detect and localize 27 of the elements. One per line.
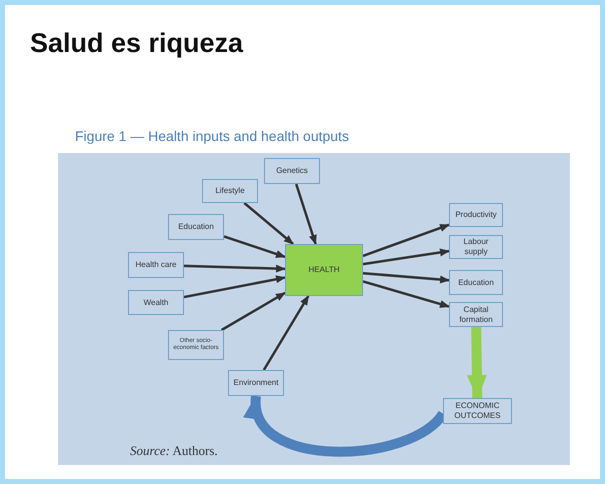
arrow	[362, 280, 450, 308]
thick-arrow	[466, 326, 487, 399]
slide-title: Salud es riqueza	[30, 30, 244, 57]
arrow	[184, 264, 286, 273]
factor-box: Environment	[228, 370, 284, 396]
arrow	[362, 224, 450, 258]
arrow	[362, 248, 450, 266]
factor-box: Capital formation	[449, 302, 503, 327]
factor-box: Education	[168, 214, 224, 240]
arrow	[362, 272, 450, 284]
arrow	[220, 292, 286, 332]
factor-box: Lifestyle	[202, 179, 258, 203]
factor-box: Labour supply	[449, 235, 503, 259]
figure-caption: Figure 1 — Health inputs and health outputs	[75, 127, 349, 146]
factor-box: Health care	[128, 252, 184, 278]
arrow	[243, 202, 294, 245]
factor-box: Wealth	[128, 290, 184, 315]
arrow	[262, 295, 310, 371]
arrow	[295, 184, 317, 245]
health-box: HEALTH	[285, 244, 363, 296]
arrow	[184, 275, 286, 298]
factor-box: Genetics	[264, 158, 320, 184]
arrow	[224, 235, 286, 258]
factor-box: Education	[449, 270, 503, 295]
factor-box: ECONOMIC OUTCOMES	[443, 398, 512, 424]
source-note: Source: Authors.	[130, 442, 218, 460]
factor-box: Productivity	[449, 203, 503, 227]
